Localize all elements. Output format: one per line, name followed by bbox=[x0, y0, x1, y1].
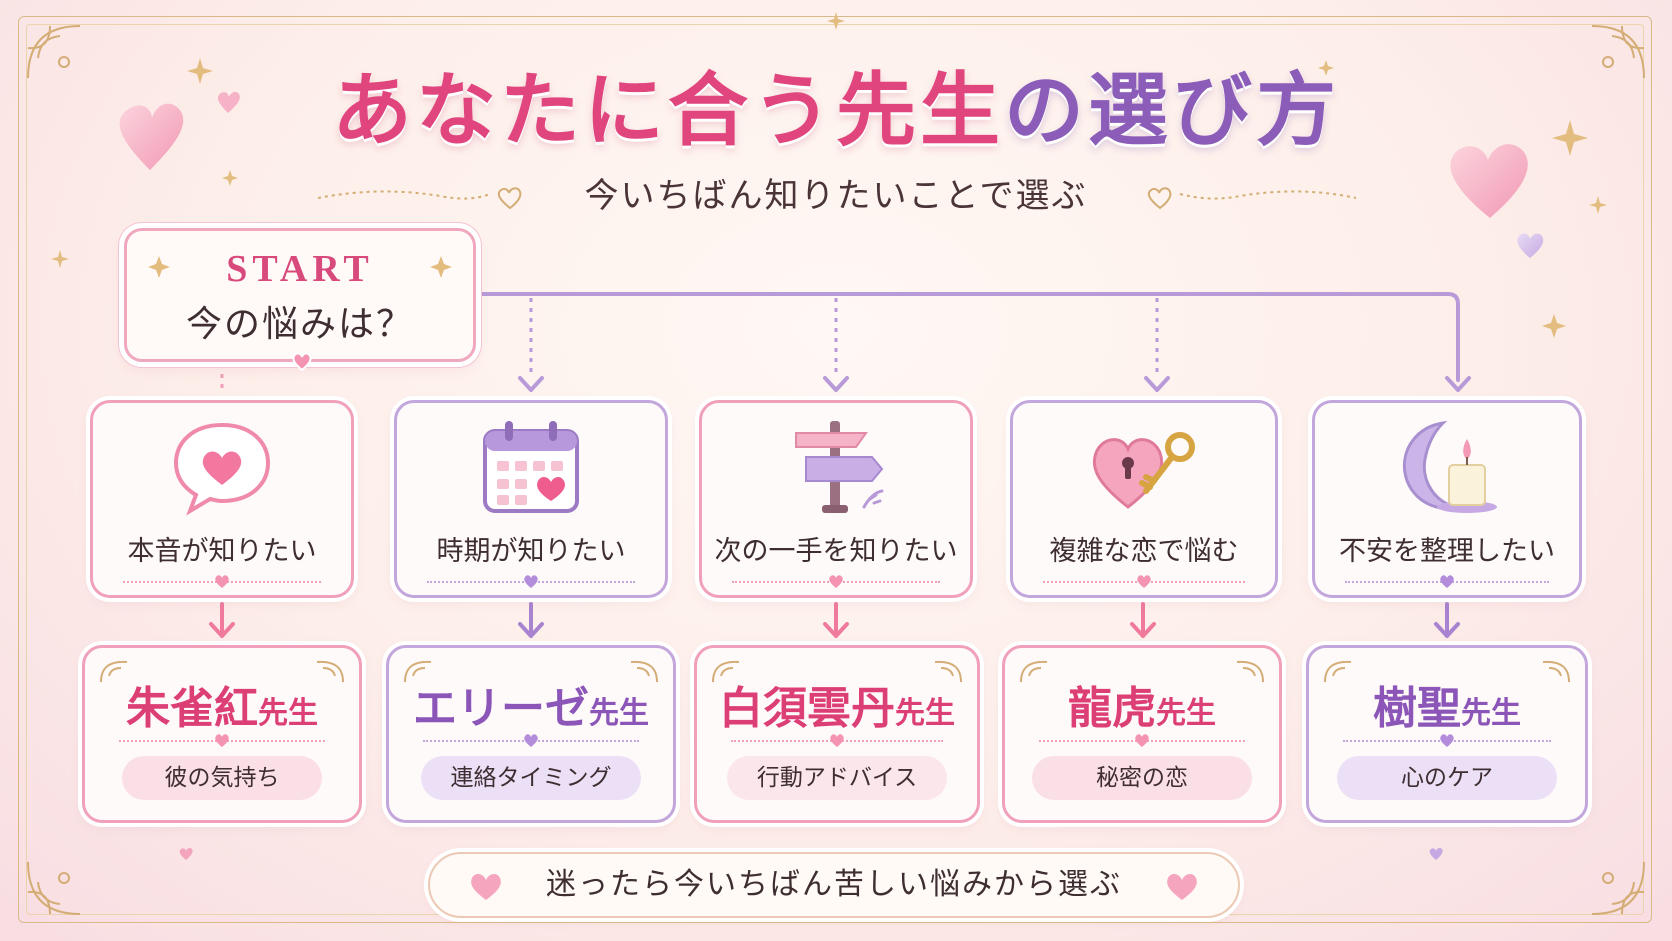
heart-icon bbox=[524, 734, 538, 747]
teacher-name-main: エリーゼ bbox=[413, 683, 589, 734]
arrow-down-icon bbox=[209, 602, 235, 638]
teacher-name: 朱雀紅先生 bbox=[85, 672, 359, 736]
page-subtitle: 今いちばん知りたいことで選ぶ bbox=[584, 176, 1088, 216]
specialty-tag: 秘密の恋 bbox=[1032, 756, 1252, 800]
teacher-name-main: 朱雀紅 bbox=[126, 683, 258, 734]
flourish-icon bbox=[404, 660, 432, 683]
flourish-icon bbox=[100, 660, 128, 683]
arrow-down-icon bbox=[518, 602, 544, 638]
sparkle-icon bbox=[51, 250, 69, 268]
heart-icon bbox=[524, 575, 538, 588]
teacher-card-elise[interactable]: エリーゼ先生 連絡タイミング bbox=[386, 645, 676, 823]
calendar-heart-icon bbox=[483, 421, 579, 513]
flourish-icon bbox=[934, 660, 962, 683]
heart-icon bbox=[1167, 874, 1197, 900]
sparkle-icon bbox=[430, 256, 452, 278]
teacher-name-main: 樹聖 bbox=[1373, 683, 1461, 734]
footer-text: 迷ったら今いちばん苦しい悩みから選ぶ bbox=[546, 867, 1122, 902]
teacher-name-main: 龍虎 bbox=[1068, 683, 1156, 734]
arrow-down-icon bbox=[518, 376, 544, 392]
teacher-name-suffix: 先生 bbox=[258, 696, 318, 731]
teacher-name: 樹聖先生 bbox=[1309, 672, 1585, 736]
title-part-pink: あなたに合う先生 bbox=[332, 63, 1004, 157]
teacher-name-suffix: 先生 bbox=[1156, 696, 1216, 731]
category-card-complex-love[interactable]: 複雑な恋で悩む bbox=[1010, 400, 1278, 598]
teacher-card-suzaku[interactable]: 朱雀紅先生 彼の気持ち bbox=[82, 645, 362, 823]
speech-heart-icon bbox=[173, 422, 271, 516]
moon-candle-icon bbox=[1402, 420, 1497, 513]
teacher-card-jusei[interactable]: 樹聖先生 心のケア bbox=[1306, 645, 1588, 823]
teacher-name-suffix: 先生 bbox=[895, 696, 955, 731]
specialty-tag: 心のケア bbox=[1337, 756, 1557, 800]
main-branch-line bbox=[478, 292, 1460, 382]
teacher-name: エリーゼ先生 bbox=[389, 672, 673, 736]
teacher-name: 白須雲丹先生 bbox=[697, 672, 977, 736]
sparkle-icon bbox=[827, 12, 845, 30]
flourish-icon bbox=[316, 660, 344, 683]
flourish-icon bbox=[1020, 660, 1048, 683]
teacher-name: 龍虎先生 bbox=[1005, 672, 1279, 736]
page-title: あなたに合う先生の選び方 bbox=[0, 46, 1672, 162]
heart-lock-key-icon bbox=[1092, 432, 1195, 509]
start-question: 今の悩みは？ bbox=[185, 304, 414, 345]
heart-icon bbox=[471, 874, 501, 900]
category-label: 不安を整理したい bbox=[1339, 536, 1555, 567]
specialty-tag: 連絡タイミング bbox=[421, 756, 641, 800]
category-card-honne[interactable]: 本音が知りたい bbox=[90, 400, 354, 598]
teacher-card-shirasu[interactable]: 白須雲丹先生 行動アドバイス bbox=[694, 645, 980, 823]
specialty-tag: 彼の気持ち bbox=[122, 756, 322, 800]
teacher-name-suffix: 先生 bbox=[1461, 696, 1521, 731]
flourish-icon bbox=[630, 660, 658, 683]
heart-icon bbox=[829, 575, 843, 588]
arrow-down-icon bbox=[823, 376, 849, 392]
title-part-purple: の選び方 bbox=[1004, 63, 1340, 157]
category-label: 次の一手を知りたい bbox=[714, 536, 958, 567]
corner-flourish-icon bbox=[1591, 25, 1645, 79]
start-label: START bbox=[226, 248, 374, 290]
heart-icon bbox=[292, 352, 312, 371]
corner-flourish-icon bbox=[27, 25, 81, 79]
heart-icon bbox=[830, 734, 844, 747]
category-card-timing[interactable]: 時期が知りたい bbox=[394, 400, 668, 598]
corner-flourish-icon bbox=[27, 861, 81, 915]
heart-icon bbox=[1137, 575, 1151, 588]
teacher-name-suffix: 先生 bbox=[589, 696, 649, 731]
flourish-icon bbox=[1542, 660, 1570, 683]
arrow-down-icon bbox=[1445, 376, 1471, 392]
corner-flourish-icon bbox=[1591, 861, 1645, 915]
sparkle-icon bbox=[148, 256, 170, 278]
category-label: 複雑な恋で悩む bbox=[1049, 536, 1239, 567]
arrow-down-icon bbox=[823, 602, 849, 638]
heart-icon bbox=[215, 734, 229, 747]
heart-icon bbox=[1440, 575, 1454, 588]
heart-icon bbox=[1440, 734, 1454, 747]
flourish-icon bbox=[1236, 660, 1264, 683]
arrow-down-icon bbox=[1130, 602, 1156, 638]
start-node: START 今の悩みは？ bbox=[124, 228, 476, 371]
arrow-down-icon bbox=[1434, 602, 1460, 638]
category-label: 時期が知りたい bbox=[436, 536, 626, 567]
category-card-anxiety[interactable]: 不安を整理したい bbox=[1312, 400, 1582, 598]
sparkle-icon bbox=[1542, 314, 1566, 338]
heart-icon bbox=[179, 847, 193, 860]
category-label: 本音が知りたい bbox=[127, 536, 317, 567]
flourish-icon bbox=[712, 660, 740, 683]
teacher-card-ryuko[interactable]: 龍虎先生 秘密の恋 bbox=[1002, 645, 1282, 823]
footer-banner: 迷ったら今いちばん苦しい悩みから選ぶ bbox=[428, 852, 1240, 918]
heart-icon bbox=[1517, 233, 1544, 258]
signpost-icon bbox=[795, 421, 884, 513]
arrow-down-icon bbox=[1144, 376, 1170, 392]
teacher-name-main: 白須雲丹 bbox=[719, 683, 895, 734]
category-card-next-step[interactable]: 次の一手を知りたい bbox=[699, 400, 973, 598]
heart-icon bbox=[215, 575, 229, 588]
heart-icon bbox=[1429, 847, 1443, 860]
specialty-tag: 行動アドバイス bbox=[727, 756, 947, 800]
heart-icon bbox=[1135, 734, 1149, 747]
flourish-icon bbox=[1324, 660, 1352, 683]
